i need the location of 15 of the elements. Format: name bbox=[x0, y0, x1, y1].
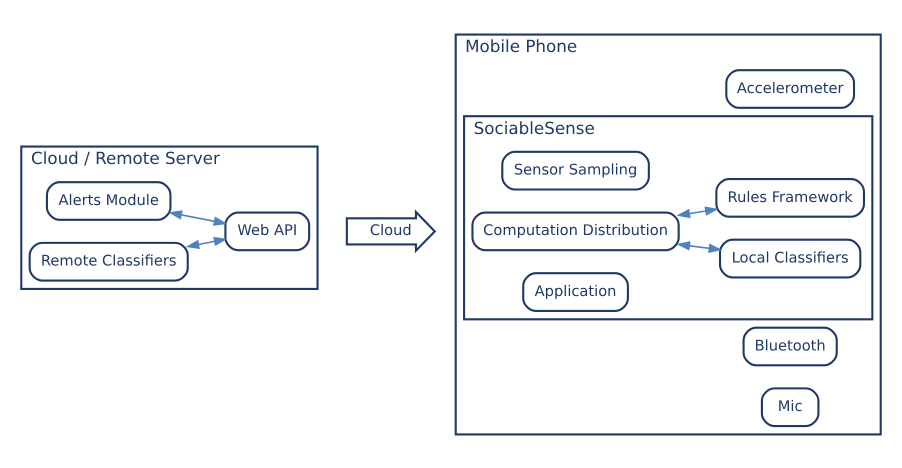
node-box: Bluetooth bbox=[742, 326, 838, 366]
node-box: Local Classifiers bbox=[718, 238, 862, 278]
node-box: Computation Distribution bbox=[471, 210, 680, 251]
node-box: Sensor Sampling bbox=[501, 150, 650, 190]
node-box: Alerts Module bbox=[46, 180, 172, 220]
node-box: Accelerometer bbox=[725, 68, 856, 108]
arrow bbox=[676, 240, 722, 253]
node-box: Web API bbox=[224, 210, 310, 251]
arrow bbox=[676, 206, 719, 218]
arrow bbox=[168, 210, 228, 226]
node-box: Mic bbox=[760, 386, 820, 427]
node-box: Rules Framework bbox=[715, 177, 865, 218]
node-box: Remote Classifiers bbox=[28, 241, 189, 282]
node-box: Application bbox=[522, 272, 629, 312]
arrow bbox=[186, 236, 228, 249]
